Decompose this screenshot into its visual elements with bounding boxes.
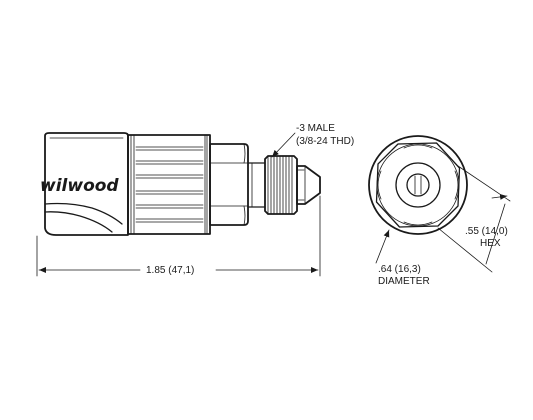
thread-callout: -3 MALE (3/8-24 THD) xyxy=(271,123,354,158)
flare-tip xyxy=(296,165,321,205)
side-view: wilwood xyxy=(36,123,354,277)
diameter-callout: .64 (16,3) DIAMETER xyxy=(375,229,430,287)
length-label: 1.85 (47,1) xyxy=(146,265,194,276)
hex-label: HEX xyxy=(480,238,501,249)
thread-size-label: -3 MALE xyxy=(296,123,335,134)
body-housing xyxy=(44,132,129,236)
length-dimension: 1.85 (47,1) xyxy=(36,195,321,277)
end-view: .55 (14,0) HEX .64 (16,3) DIAMETER xyxy=(368,135,511,287)
knurled-collar xyxy=(127,134,211,235)
threaded-section xyxy=(264,155,298,215)
knurl-ribs xyxy=(135,146,204,223)
diameter-size-label: .64 (16,3) xyxy=(378,264,421,275)
hex-nut xyxy=(209,143,249,226)
neck xyxy=(247,162,266,208)
diameter-label: DIAMETER xyxy=(378,276,430,287)
brand-logo: wilwood xyxy=(40,176,119,196)
hex-dimension: .55 (14,0) HEX xyxy=(437,165,511,273)
hex-size-label: .55 (14,0) xyxy=(465,226,508,237)
thread-spec-label: (3/8-24 THD) xyxy=(296,136,354,147)
